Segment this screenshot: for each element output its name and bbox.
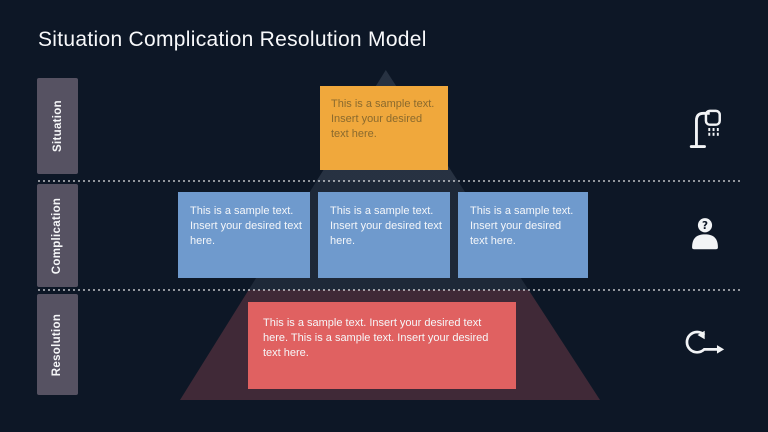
complication-sample-text-2: This is a sample text. Insert your desir… — [330, 205, 442, 247]
slide-title: Situation Complication Resolution Model — [38, 28, 427, 51]
resolution-sample-text: This is a sample text. Insert your desir… — [263, 317, 489, 359]
person-question-icon: ? — [685, 212, 725, 256]
svg-text:?: ? — [702, 220, 708, 232]
row-label-situation-text: Situation — [51, 100, 64, 152]
situation-text-box: This is a sample text. Insert your desir… — [320, 86, 448, 170]
complication-text-box-1: This is a sample text. Insert your desir… — [178, 192, 310, 278]
row-divider-bottom — [38, 289, 743, 291]
situation-sample-text: This is a sample text. Insert your desir… — [331, 98, 435, 140]
shower-icon — [686, 104, 724, 152]
loop-arrow-icon — [681, 325, 725, 361]
complication-sample-text-3: This is a sample text. Insert your desir… — [470, 205, 574, 247]
row-label-complication-text: Complication — [51, 197, 64, 274]
row-label-resolution-text: Resolution — [51, 313, 64, 376]
complication-text-box-3: This is a sample text. Insert your desir… — [458, 192, 588, 278]
row-label-complication: Complication — [37, 184, 78, 287]
row-label-situation: Situation — [37, 78, 78, 174]
complication-sample-text-1: This is a sample text. Insert your desir… — [190, 205, 302, 247]
complication-text-box-2: This is a sample text. Insert your desir… — [318, 192, 450, 278]
row-label-resolution: Resolution — [37, 294, 78, 395]
row-divider-top — [38, 180, 743, 182]
resolution-text-box: This is a sample text. Insert your desir… — [248, 302, 516, 389]
